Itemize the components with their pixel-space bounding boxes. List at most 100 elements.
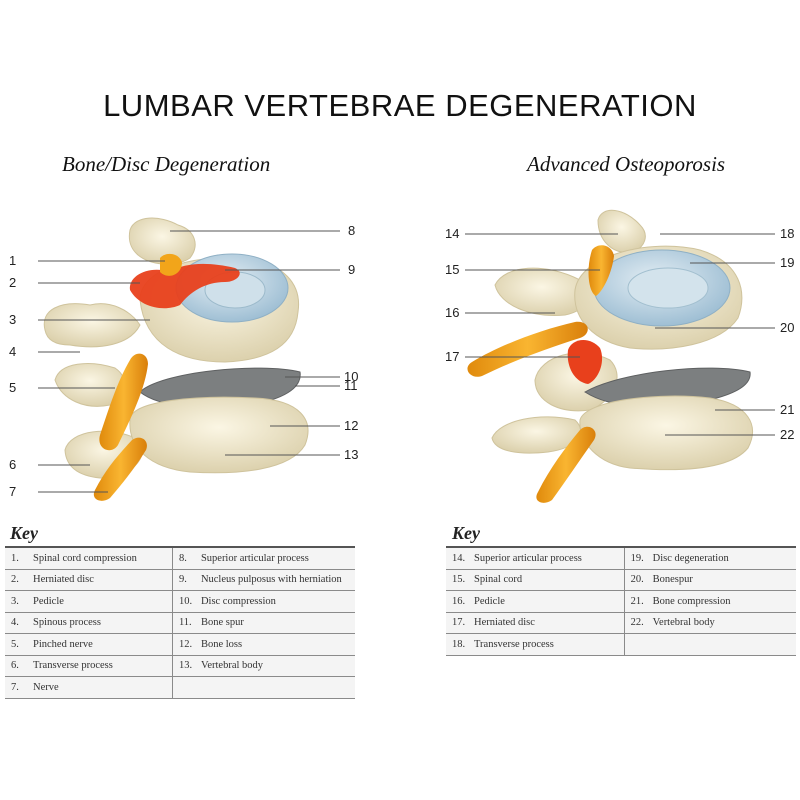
- key-label: Vertebral body: [652, 617, 715, 629]
- key-cell: 18. Transverse process: [446, 633, 625, 656]
- key-number: 19.: [630, 552, 644, 564]
- right-callouts: [465, 233, 775, 436]
- callout-16: 16: [445, 305, 459, 320]
- key-label: Disc degeneration: [652, 552, 729, 564]
- key-right-heading: Key: [452, 523, 480, 543]
- key-label: Herniated disc: [474, 617, 535, 629]
- key-number: 3.: [11, 595, 19, 607]
- key-right-table: 14. Superior articular process 19. Disc deg…: [446, 546, 796, 656]
- callout-13: 13: [344, 447, 358, 462]
- key-label: Herniated disc: [33, 574, 94, 586]
- key-number: 1.: [11, 552, 19, 564]
- key-number: 6.: [11, 660, 19, 672]
- key-number: 10.: [178, 595, 193, 607]
- page-title: LUMBAR VERTEBRAE DEGENERATION: [103, 88, 697, 123]
- callout-20: 20: [780, 320, 794, 335]
- right-vertebrae-model: [467, 210, 753, 503]
- key-cell: 11.Bone spur: [172, 612, 355, 634]
- key-row: 5.Pinched nerve 12. Bone loss: [5, 633, 355, 656]
- left-vertebrae-model: [43, 217, 309, 501]
- callout-17: 17: [445, 349, 459, 364]
- key-cell: 4.Spinous process: [5, 612, 173, 634]
- key-label: Spinal cord compression: [33, 552, 137, 564]
- key-label: Superior articular process: [200, 552, 309, 564]
- key-row: 2. Herniated disc 9. Nucleus pulposus with …: [5, 569, 355, 591]
- key-label: Pinched nerve: [33, 638, 93, 650]
- key-number: 20.: [630, 574, 644, 586]
- callout-10: 10: [344, 369, 358, 384]
- right-panel-subtitle: Advanced Osteoporosis: [527, 152, 726, 176]
- key-number: 16.: [452, 595, 466, 607]
- key-label: Bone loss: [200, 638, 243, 650]
- key-label: Bonespur: [652, 574, 693, 586]
- callout-18: 18: [780, 226, 794, 241]
- callout-12: 12: [344, 418, 358, 433]
- key-number: 8.: [178, 552, 187, 564]
- key-number: 11.: [178, 617, 192, 629]
- key-cell: 17. Herniated disc: [446, 612, 625, 634]
- key-number: 22.: [630, 617, 644, 629]
- callout-21: 21: [780, 402, 794, 417]
- left-callout-numbers: 1 2 3 4 5 6 7 8 9 10 11 12 13: [9, 223, 358, 499]
- key-row: 7.Nerve: [5, 676, 355, 699]
- key-cell: 5.Pinched nerve: [5, 633, 173, 656]
- key-cell: [172, 676, 355, 699]
- right-nerve-upper: [467, 321, 588, 377]
- callout-9: 9: [348, 262, 355, 277]
- key-cell: 20. Bonespur: [624, 569, 796, 591]
- left-nerve: [93, 437, 147, 501]
- key-cell: 21.Bone compression: [624, 590, 796, 613]
- key-cell: 6.Transverse process: [5, 655, 173, 677]
- key-cell: 12. Bone loss: [172, 633, 355, 656]
- callout-15: 15: [445, 262, 459, 277]
- key-cell: 19. Disc degeneration: [624, 547, 796, 570]
- callout-7: 7: [9, 484, 16, 499]
- right-disc-inner: [627, 267, 709, 309]
- callout-11: 11: [344, 378, 358, 393]
- key-label: Bone compression: [652, 595, 731, 607]
- left-callouts: [38, 230, 340, 493]
- left-panel-subtitle: Bone/Disc Degeneration: [62, 152, 271, 176]
- key-label: Transverse process: [474, 638, 554, 650]
- left-spinal-cord: [160, 253, 182, 276]
- key-left-heading: Key: [10, 523, 38, 543]
- right-lower-vertebral-body: [579, 395, 753, 471]
- key-number: 9.: [178, 574, 187, 586]
- key-left-table: 1. Spinal cord compression 8. Superior arti…: [5, 546, 355, 699]
- callout-1: 1: [9, 253, 16, 268]
- key-label: Nucleus pulposus with herniation: [200, 574, 342, 586]
- key-label: Vertebral body: [200, 660, 264, 672]
- left-spinous-process: [43, 303, 141, 348]
- key-number: 17.: [452, 617, 466, 629]
- key-row: 15. Spinal cord 20. Bonespur: [446, 569, 796, 591]
- key-cell: 7.Nerve: [5, 676, 173, 699]
- key-cell: 15. Spinal cord: [446, 569, 625, 591]
- key-cell: 16.Pedicle: [446, 590, 625, 613]
- right-nerve-lower: [536, 426, 596, 503]
- key-row: 18. Transverse process: [446, 633, 796, 656]
- callout-2: 2: [9, 275, 16, 290]
- key-cell: 14. Superior articular process: [446, 547, 625, 570]
- key-row: 17. Herniated disc 22. Vertebral body: [446, 612, 796, 634]
- right-herniated-disc: [567, 339, 603, 384]
- key-label: Superior articular process: [474, 552, 582, 564]
- key-number: 18.: [452, 638, 466, 650]
- right-callout-numbers: 14 15 16 17 18 19 20 21 22: [445, 226, 794, 442]
- key-label: Nerve: [33, 681, 59, 693]
- key-cell: [624, 633, 796, 656]
- key-number: 15.: [452, 574, 466, 586]
- key-number: 14.: [452, 552, 466, 564]
- key-row: 1. Spinal cord compression 8. Superior arti…: [5, 547, 355, 570]
- key-cell: 3.Pedicle: [5, 590, 173, 613]
- key-label: Disc compression: [200, 595, 276, 607]
- key-number: 12.: [178, 638, 193, 650]
- key-cell: 10. Disc compression: [172, 590, 355, 613]
- callout-8: 8: [348, 223, 355, 238]
- key-number: 2.: [11, 574, 19, 586]
- callout-22: 22: [780, 427, 794, 442]
- right-superior-articular-process: [597, 210, 646, 253]
- key-cell: 2. Herniated disc: [5, 569, 173, 591]
- key-label: Spinal cord: [474, 574, 523, 586]
